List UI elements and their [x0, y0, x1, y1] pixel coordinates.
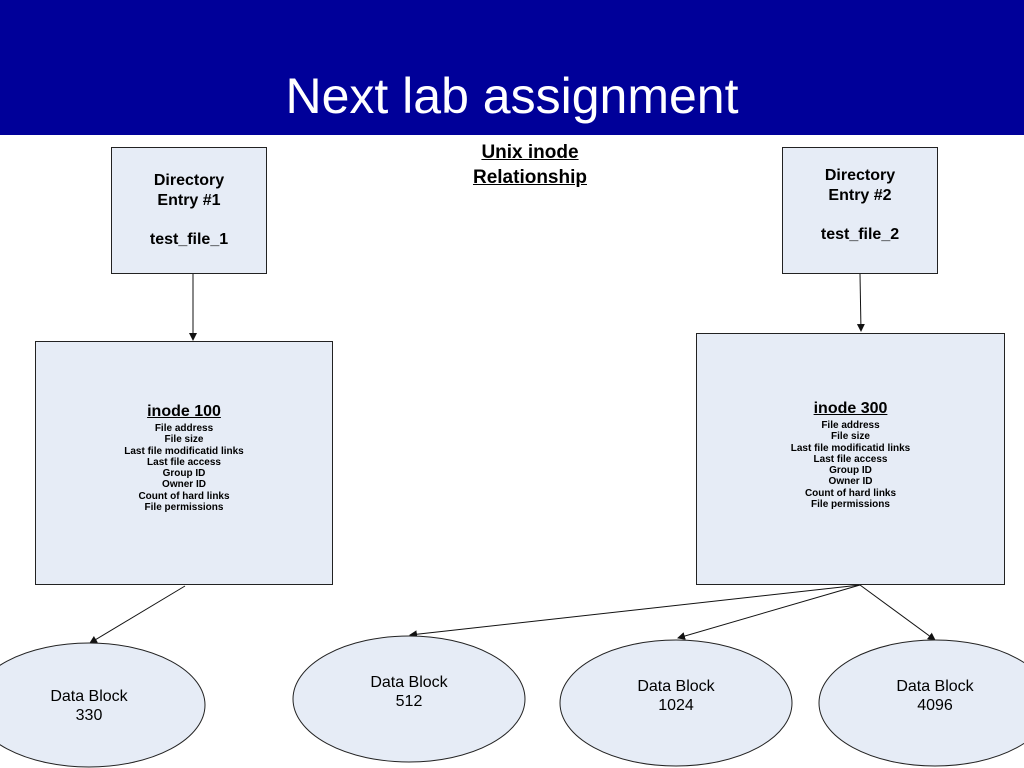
inode-300: inode 300 File address File size Last fi…: [696, 333, 1005, 585]
inode-field: File address: [154, 423, 214, 434]
data-block-1024-shape: [559, 639, 793, 767]
inode-field: Last file access: [147, 456, 221, 468]
inode-field: Count of hard links: [138, 490, 230, 502]
data-block-330-shape: [0, 642, 206, 768]
inode-field: File address: [821, 420, 880, 431]
title-bar: [0, 0, 1024, 135]
inode-field: Owner ID: [828, 476, 873, 488]
directory-entry-filename: test_file_2: [820, 226, 900, 243]
inode-title: inode 300: [813, 400, 888, 417]
inode-field: Last file modificatid links: [790, 442, 911, 454]
data-block-4096-shape: [818, 639, 1024, 767]
data-block-512-shape: [292, 635, 526, 763]
data-block-label: Data Block: [370, 674, 448, 691]
inode-field: Group ID: [829, 465, 872, 477]
data-block-label: Data Block: [50, 688, 128, 705]
inode-field: Count of hard links: [804, 487, 897, 499]
directory-entry-number: Entry #1: [157, 192, 221, 209]
inode-field: Group ID: [162, 468, 206, 480]
data-block-4096: Data Block 4096: [865, 677, 1005, 715]
inode-field: File size: [164, 434, 204, 446]
inode-field: Owner ID: [162, 479, 206, 491]
data-block-number: 512: [395, 693, 423, 710]
data-block-330: Data Block 330: [19, 687, 159, 725]
arrow-inode300-to-block1024: [677, 584, 861, 640]
data-block-label: Data Block: [896, 678, 974, 695]
directory-entry-2: Directory Entry #2 test_file_2: [782, 147, 938, 274]
arrow-inode300-to-block512: [409, 584, 861, 639]
directory-entry-label: Directory: [824, 167, 896, 184]
inode-field: File size: [831, 431, 870, 443]
diagram-title-line2: Relationship: [472, 167, 587, 188]
directory-entry-label: Directory: [153, 172, 225, 189]
directory-entry-number: Entry #2: [828, 187, 892, 204]
arrow-inode100-to-block330: [89, 585, 186, 644]
inode-field: File permissions: [144, 502, 224, 514]
data-block-1024: Data Block 1024: [606, 677, 746, 715]
data-block-number: 1024: [658, 697, 694, 714]
inode-field: Last file access: [813, 453, 888, 465]
arrow-dir2-to-inode300: [856, 273, 865, 332]
inode-field: Last file modificatid links: [124, 445, 244, 457]
arrow-inode300-to-block4096: [859, 584, 936, 641]
data-block-number: 4096: [917, 697, 953, 714]
directory-entry-filename: test_file_1: [149, 231, 229, 248]
data-block-label: Data Block: [637, 678, 715, 695]
data-block-number: 330: [75, 707, 103, 724]
diagram-title: Unix inode Relationship: [430, 140, 630, 190]
data-block-512: Data Block 512: [339, 673, 479, 711]
diagram-title-line1: Unix inode: [481, 142, 579, 163]
inode-field: File permissions: [811, 499, 890, 511]
directory-entry-1: Directory Entry #1 test_file_1: [111, 147, 267, 274]
slide-title: Next lab assignment: [285, 68, 739, 124]
inode-title: inode 100: [147, 403, 221, 420]
inode-100: inode 100 File address File size Last fi…: [35, 341, 333, 585]
